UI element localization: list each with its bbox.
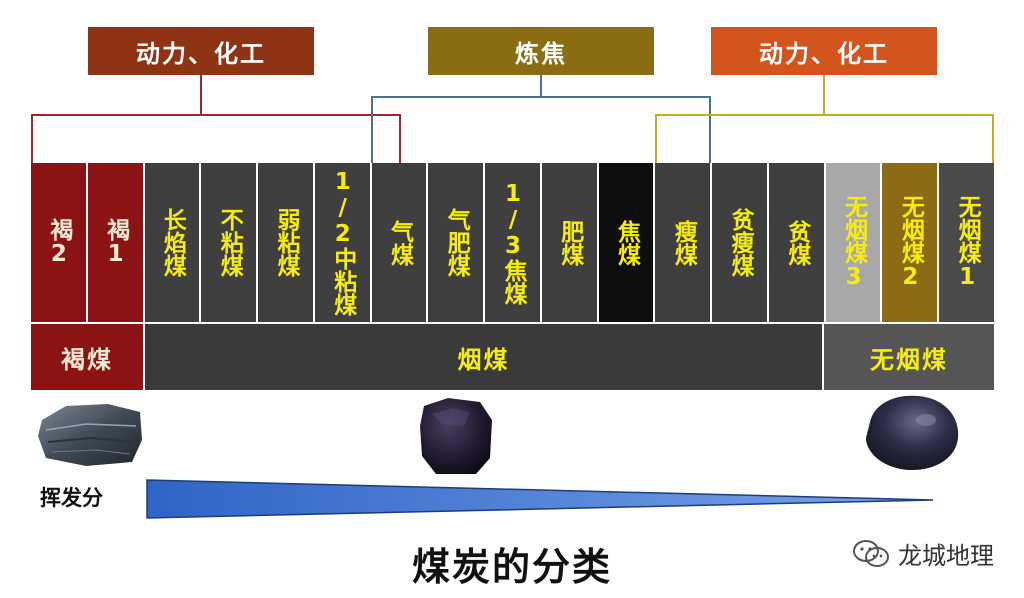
coal-type-cell: 长焰煤: [144, 163, 200, 322]
coal-type-cell: 不粘煤: [201, 163, 257, 322]
use-box-power-chemical-right: 动力、化工: [711, 27, 937, 75]
volatile-label: 挥发分: [40, 486, 103, 510]
watermark: 龙城地理: [852, 536, 994, 571]
lignite-rock-image: [38, 404, 142, 466]
coal-type-cell: 1/2中粘煤: [314, 163, 370, 322]
coal-type-cell: 褐2: [31, 163, 86, 322]
category-anthracite: 无烟煤: [824, 324, 994, 390]
wechat-icon: [853, 539, 889, 567]
bituminous-rock-image: [420, 398, 492, 474]
coal-type-cell: 贫瘦煤: [712, 163, 767, 322]
connector-left: [31, 75, 401, 163]
coal-type-cell: 无烟煤3: [825, 163, 881, 322]
coal-type-cell: 1/3焦煤: [485, 163, 540, 322]
coal-type-cell: 贫煤: [768, 163, 824, 322]
coal-type-cell: 褐1: [87, 163, 143, 322]
coal-type-cell: 气肥煤: [428, 163, 484, 322]
use-box-power-chemical-left: 动力、化工: [88, 27, 314, 75]
coal-type-cell: 无烟煤1: [939, 163, 995, 322]
coal-type-cell: 弱粘煤: [258, 163, 313, 322]
coal-type-row: 褐2 褐1 长焰煤 不粘煤 弱粘煤 1/2中粘煤 气煤 气肥煤 1/3焦煤 肥煤…: [31, 163, 995, 322]
coal-type-cell: 瘦煤: [655, 163, 711, 322]
connector-center: [371, 75, 711, 163]
page-title: 煤炭的分类: [411, 545, 612, 589]
anthracite-rock-image: [866, 395, 959, 470]
coal-type-cell: 肥煤: [541, 163, 597, 322]
coal-type-cell: 焦煤: [598, 163, 654, 322]
coal-type-cell: 气煤: [371, 163, 427, 322]
connector-right: [655, 75, 994, 163]
watermark-text: 龙城地理: [898, 542, 994, 570]
category-row: 褐煤 烟煤 无烟煤: [31, 324, 994, 390]
category-bituminous: 烟煤: [145, 324, 822, 390]
use-box-coking: 炼焦: [428, 27, 654, 75]
volatile-decrease-wedge: [146, 479, 934, 519]
coal-type-cell: 无烟煤2: [882, 163, 938, 322]
category-lignite: 褐煤: [31, 324, 143, 390]
